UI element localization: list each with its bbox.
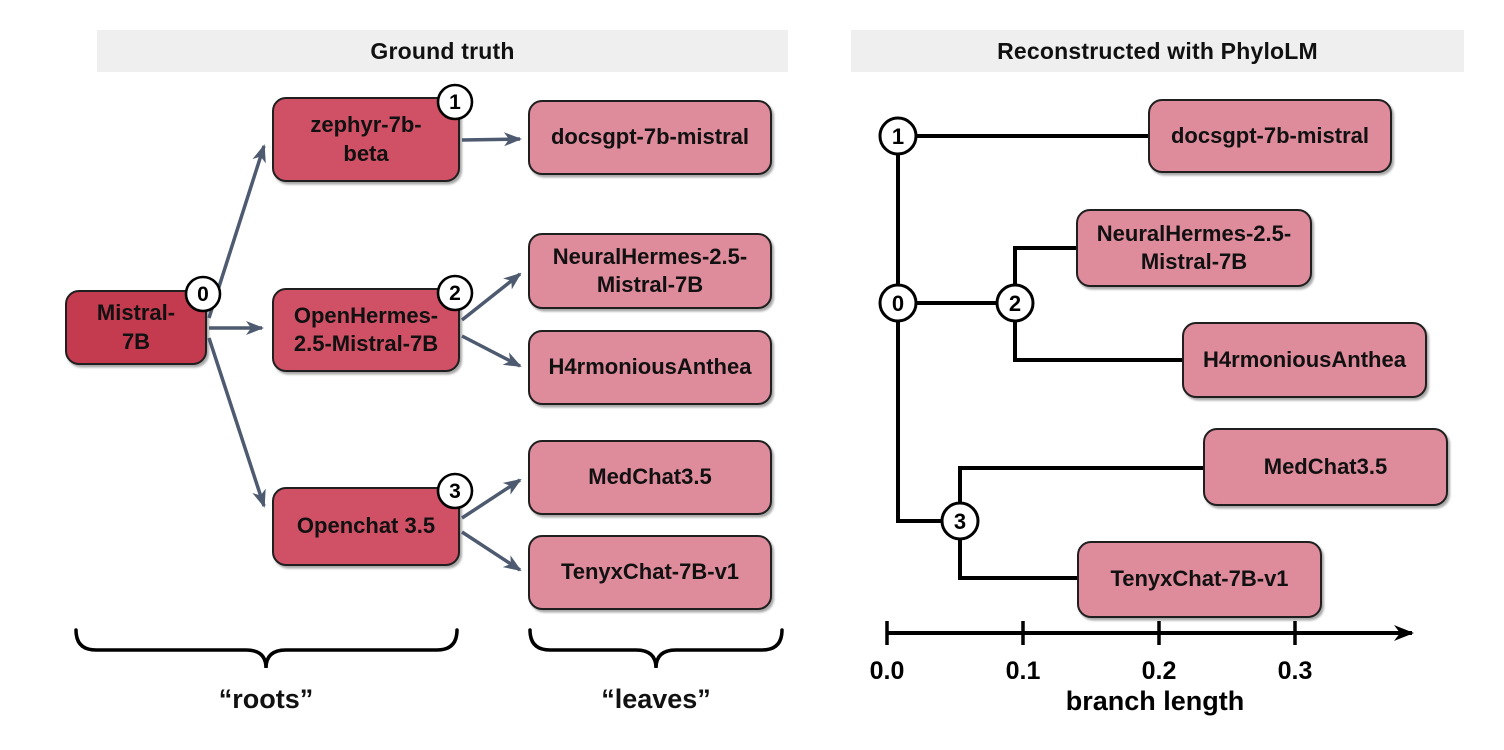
node-box-h4rmoniousanthea: H4rmoniousAnthea: [528, 330, 772, 405]
arrow-openchat-to-tenyxchat: [461, 530, 522, 572]
leaves-caption: “leaves”: [601, 684, 711, 714]
node-box-docsgpt: docsgpt-7b-mistral: [528, 100, 772, 175]
node-label-line: Mistral-7B: [596, 272, 704, 297]
axis-tick-label: 0.2: [1142, 657, 1177, 685]
tree-node-1-number: 1: [892, 124, 904, 149]
node-label-line: MedChat3.5: [1263, 453, 1388, 479]
node-label-line: Mistral-7B: [1140, 249, 1248, 274]
node-label-line: docsgpt-7b-mistral: [550, 124, 750, 150]
axis-tick-label: 0.1: [1006, 657, 1041, 685]
tree-node-1: 1: [878, 116, 918, 156]
node-label-line: Mistral-: [96, 300, 176, 326]
arrow-mistral-to-openchat: [207, 337, 266, 508]
phylo-leaf-box-neuralhermes: NeuralHermes-2.5- Mistral-7B: [1076, 209, 1312, 287]
arrow-openhermes-to-h4rmoniousanthea: [461, 334, 522, 368]
node-box-tenyxchat: TenyxChat-7B-v1: [528, 535, 772, 610]
node-label-line: H4rmoniousAnthea: [548, 354, 752, 380]
node-label-line: TenyxChat-7B-v1: [560, 559, 740, 585]
phylo-leaf-box-medchat: MedChat3.5: [1203, 428, 1448, 506]
node-label-line: TenyxChat-7B-v1: [1110, 566, 1289, 592]
phylo-leaf-box-docsgpt: docsgpt-7b-mistral: [1148, 99, 1392, 173]
tree-spine: [896, 134, 1148, 523]
axis-ticks: [885, 621, 1297, 645]
node-label-line: 2.5-Mistral-7B: [293, 331, 439, 356]
phylo-tree-lines: [896, 134, 1203, 580]
tree-node-3: 3: [940, 501, 980, 541]
node-box-medchat: MedChat3.5: [528, 440, 772, 515]
tree-node-0: 0: [878, 283, 918, 323]
node-box-openhermes: OpenHermes- 2.5-Mistral-7B: [272, 288, 460, 372]
node-label-line: beta: [343, 140, 389, 166]
node-label-line: MedChat3.5: [588, 464, 712, 490]
axis-tick-label: 0.3: [1278, 657, 1313, 685]
axis-title: branch length: [1066, 686, 1245, 716]
phylolm-panel-header: Reconstructed with PhyloLM: [851, 30, 1464, 72]
node-box-openchat: Openchat 3.5: [272, 487, 460, 566]
node-label-line: docsgpt-7b-mistral: [1170, 122, 1370, 148]
tree-node-2-number: 2: [1009, 291, 1021, 316]
ground-truth-panel-header: Ground truth: [97, 30, 788, 72]
node-box-zephyr-7b-beta: zephyr-7b- beta: [272, 97, 460, 182]
arrow-mistral-to-zephyr: [207, 144, 266, 319]
phylo-tree-nodes: 1 0 2 3: [878, 116, 1035, 541]
node-label-line: Openchat 3.5: [296, 513, 436, 539]
node-box-neuralhermes: NeuralHermes-2.5- Mistral-7B: [528, 233, 772, 309]
arrow-openchat-to-medchat: [461, 478, 522, 520]
branch-length-axis: 0.0 0.1 0.2 0.3 branch length: [870, 621, 1414, 716]
tree-node-0-number: 0: [892, 291, 904, 316]
arrow-openhermes-to-neuralhermes: [460, 272, 522, 322]
node-box-mistral-7b: Mistral- 7B: [65, 290, 207, 365]
leaves-brace: [528, 628, 784, 669]
roots-caption: “roots”: [218, 684, 314, 714]
node-label-line: 7B: [121, 328, 151, 354]
node-label-line: NeuralHermes-2.5-: [1096, 220, 1292, 246]
tree-node-3-number: 3: [954, 509, 966, 534]
phylo-leaf-box-h4rmoniousanthea: H4rmoniousAnthea: [1182, 322, 1427, 398]
node-label-line: H4rmoniousAnthea: [1203, 346, 1406, 372]
tree-node-2: 2: [995, 283, 1035, 323]
axis-tick-label: 0.0: [870, 657, 905, 685]
node-label-line: NeuralHermes-2.5-: [552, 243, 748, 269]
ground-truth-title: Ground truth: [370, 37, 515, 64]
arrow-zephyr-to-docsgpt: [461, 132, 522, 147]
node-label-line: zephyr-7b-: [310, 112, 422, 138]
roots-brace: [74, 628, 459, 669]
phylolm-title: Reconstructed with PhyloLM: [997, 37, 1318, 64]
braces: [74, 628, 784, 669]
phylo-leaf-box-tenyxchat: TenyxChat-7B-v1: [1077, 541, 1322, 618]
node-label-line: OpenHermes-: [293, 302, 439, 328]
